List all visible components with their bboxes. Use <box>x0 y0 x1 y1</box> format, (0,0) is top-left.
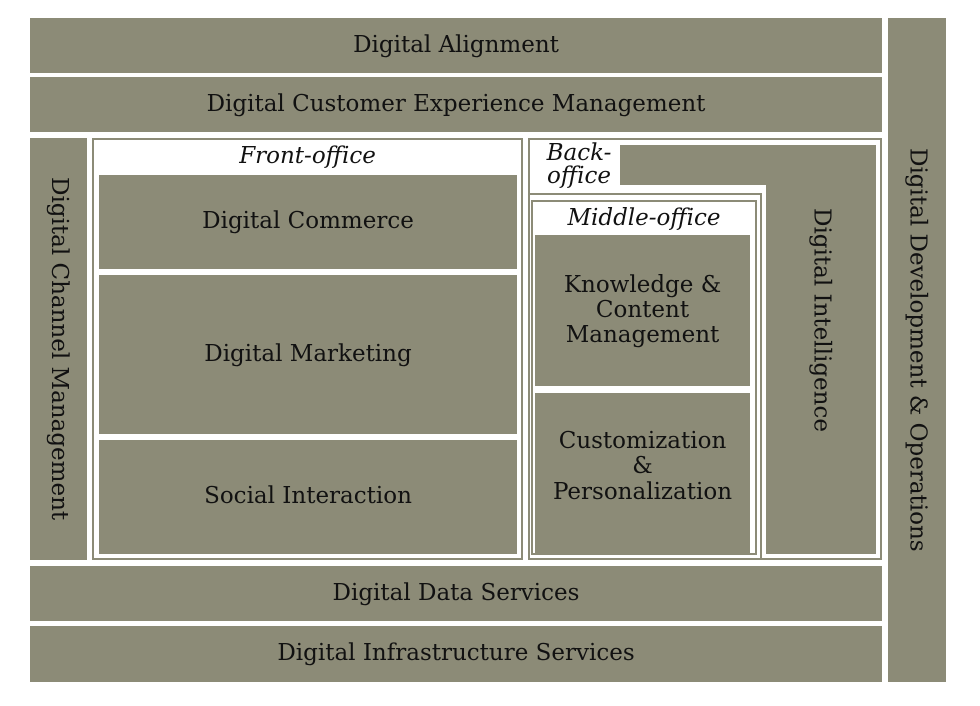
social-interaction-label: Social Interaction <box>204 483 412 510</box>
digital-intelligence-label: Digital Intelligence <box>808 207 835 432</box>
digital-data-services-box: Digital Data Services <box>30 566 882 621</box>
digital-intelligence-box: Digital Intelligence <box>766 145 876 554</box>
digital-data-services-label: Digital Data Services <box>332 579 580 606</box>
knowledge-content-management-box: Knowledge & Content Management <box>535 235 750 386</box>
digital-alignment-label: Digital Alignment <box>353 31 559 58</box>
middle-office-label: Middle-office <box>567 205 721 231</box>
digital-commerce-box: Digital Commerce <box>99 175 517 269</box>
customization-personalization-box: Customization & Personalization <box>535 393 750 553</box>
digital-development-operations-box: Digital Development & Operations <box>888 18 946 682</box>
digital-customer-experience-label: Digital Customer Experience Management <box>206 90 706 117</box>
digital-infrastructure-services-label: Digital Infrastructure Services <box>277 640 635 667</box>
digital-marketing-label: Digital Marketing <box>204 340 412 367</box>
front-office-label: Front-office <box>239 143 376 169</box>
digital-channel-management-box: Digital Channel Management <box>30 138 87 560</box>
knowledge-content-management-label: Knowledge & Content Management <box>563 271 722 349</box>
digital-channel-management-label: Digital Channel Management <box>46 177 73 521</box>
social-interaction-box: Social Interaction <box>99 440 517 554</box>
digital-alignment-box: Digital Alignment <box>30 18 882 73</box>
back-office-label: Back- office <box>546 140 612 189</box>
digital-customer-experience-box: Digital Customer Experience Management <box>30 77 882 132</box>
digital-infrastructure-services-box: Digital Infrastructure Services <box>30 626 882 682</box>
customization-personalization-label: Customization & Personalization <box>552 428 733 505</box>
digital-commerce-label: Digital Commerce <box>202 208 414 235</box>
digital-marketing-box: Digital Marketing <box>99 275 517 434</box>
digital-development-operations-label: Digital Development & Operations <box>904 148 931 552</box>
